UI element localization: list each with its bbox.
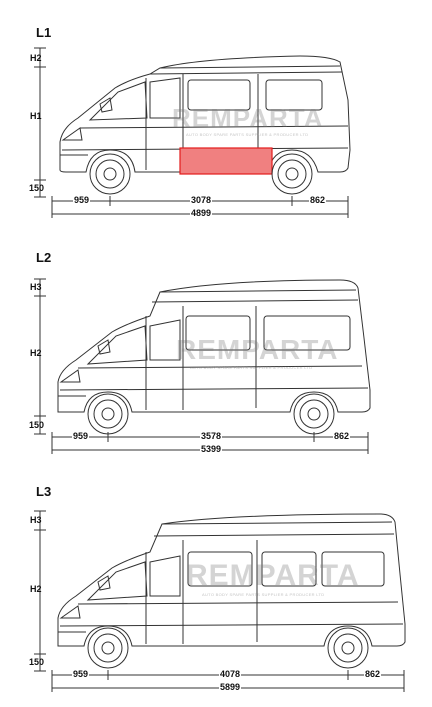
height-label-top: H2 xyxy=(30,53,42,63)
height-label-mid: H1 xyxy=(30,111,42,121)
total-length-label: 5899 xyxy=(219,682,242,692)
wheelbase-label: 4078 xyxy=(219,669,242,679)
watermark-brand: REMPARTA xyxy=(172,103,324,133)
height-label-bottom: 150 xyxy=(29,183,45,193)
van-l1-drawing xyxy=(34,47,351,218)
panel-title: L3 xyxy=(36,484,52,499)
highlighted-sill-panel xyxy=(179,147,273,175)
height-label-bottom: 150 xyxy=(29,657,45,667)
front-overhang-label: 959 xyxy=(72,669,90,679)
wheelbase-label: 3078 xyxy=(190,195,213,205)
rear-overhang-label: 862 xyxy=(333,431,351,441)
panel-l1: L1 H2 H1 150 959 3078 862 4899 REMPARTA … xyxy=(0,0,432,235)
height-label-bottom: 150 xyxy=(29,420,45,430)
panel-l2: L2 H3 H2 150 959 3578 862 5399 REMPARTA … xyxy=(0,240,432,470)
watermark-tagline: AUTO BODY SPARE PARTS SUPPLIER & PRODUCE… xyxy=(202,592,325,597)
watermark-tagline: AUTO BODY SPARE PARTS SUPPLIER & PRODUCE… xyxy=(190,365,313,370)
panel-l3: L3 H3 H2 150 959 4078 862 5899 REMPARTA … xyxy=(0,474,432,707)
watermark-brand: REMPARTA xyxy=(186,559,360,592)
panel-title: L1 xyxy=(36,25,52,40)
watermark-tagline: AUTO BODY SPARE PARTS SUPPLIER & PRODUCE… xyxy=(186,132,309,137)
total-length-label: 5399 xyxy=(200,444,223,454)
front-overhang-label: 959 xyxy=(72,431,90,441)
front-overhang-label: 959 xyxy=(73,195,91,205)
height-label-top: H3 xyxy=(30,282,42,292)
watermark-brand: REMPARTA xyxy=(176,334,339,365)
total-length-label: 4899 xyxy=(190,208,213,218)
panel-title: L2 xyxy=(36,250,52,265)
rear-overhang-label: 862 xyxy=(309,195,327,205)
van-l3-drawing xyxy=(34,510,406,692)
rear-overhang-label: 862 xyxy=(364,669,382,679)
wheelbase-label: 3578 xyxy=(200,431,223,441)
height-label-top: H3 xyxy=(30,515,42,525)
height-label-mid: H2 xyxy=(30,348,42,358)
height-label-mid: H2 xyxy=(30,584,42,594)
